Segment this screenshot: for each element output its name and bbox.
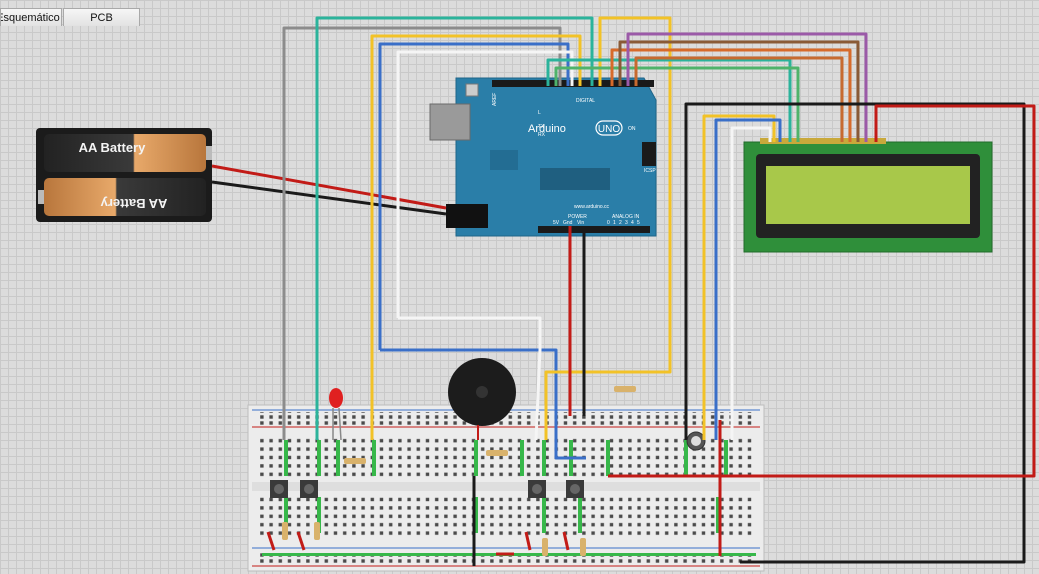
- power-jack: [446, 204, 488, 228]
- battery-label-bottom: AA Battery: [100, 196, 167, 211]
- arduino-model: UNO: [598, 124, 620, 135]
- digital-pin-labels: AREF: [492, 93, 498, 106]
- lcd-16x2-display[interactable]: [743, 138, 993, 253]
- battery-cell-top: [44, 134, 206, 172]
- tab-pcb[interactable]: PCB: [63, 8, 140, 26]
- icsp-label: ICSP: [644, 168, 656, 174]
- wire-red-lcd-vcc[interactable]: [608, 104, 1036, 478]
- uno-logo-outline: [595, 120, 623, 136]
- power-pin-labels: 5V Gnd Vin: [553, 220, 584, 226]
- analog-label: ANALOG IN: [612, 214, 640, 220]
- center-channel: [252, 482, 760, 491]
- lcd-pin-header: [760, 138, 886, 144]
- wire-orange-lcd[interactable]: [610, 48, 852, 142]
- reset-button[interactable]: [465, 83, 479, 97]
- analog-pin-3: 3: [625, 220, 628, 226]
- power-rail-top: [256, 412, 756, 425]
- resistor-buzzer[interactable]: [486, 450, 508, 456]
- battery-terminal-bottom: [38, 190, 44, 204]
- website-label: www.arduino.cc: [574, 204, 610, 210]
- resistor-pulldown-4[interactable]: [580, 538, 586, 556]
- resistor-top-right[interactable]: [614, 386, 636, 392]
- icsp-header: [642, 142, 656, 166]
- wire-white-button3[interactable]: [398, 316, 542, 441]
- wires: [211, 16, 1036, 566]
- wire-blue-arduino[interactable]: [378, 42, 570, 350]
- view-tabs: Esquemático PCB: [0, 8, 140, 28]
- power-pin-vin: Vin: [577, 220, 584, 226]
- wire-purple-lcd[interactable]: [626, 32, 868, 142]
- push-buttons: [270, 480, 584, 498]
- analog-pin-0: 0: [607, 220, 610, 226]
- arduino-uno-board[interactable]: AREF DIGITAL Arduino UNO TX RX L ON ICSP…: [429, 77, 657, 237]
- digital-label: DIGITAL: [576, 98, 595, 104]
- usb-port: [429, 103, 471, 141]
- l-led-label: L: [538, 110, 541, 116]
- led-body: [329, 388, 343, 408]
- battery-pack[interactable]: AA Battery AA Battery: [36, 128, 212, 222]
- push-button-3-cap: [532, 484, 542, 494]
- lcd-screen: [766, 166, 970, 224]
- resistor-pulldown-1[interactable]: [282, 522, 288, 540]
- wire-red-button2-vcc[interactable]: [296, 531, 306, 551]
- battery-label-top: AA Battery: [79, 140, 146, 155]
- arduino-brand: Arduino: [528, 123, 566, 135]
- wire-battery-negative[interactable]: [211, 180, 447, 216]
- wire-gray-button1[interactable]: [282, 26, 562, 440]
- terminal-strip-bottom: [256, 494, 756, 537]
- wire-blue-button4[interactable]: [380, 348, 586, 460]
- atmega16u2-chip: [490, 150, 518, 170]
- resistor-pulldown-2[interactable]: [314, 522, 320, 540]
- wire-battery-positive[interactable]: [211, 164, 447, 210]
- wire-brown-lcd[interactable]: [618, 40, 860, 142]
- resistor-led[interactable]: [344, 458, 366, 464]
- rx-label: RX: [538, 132, 546, 138]
- resistor-pulldown-3[interactable]: [542, 538, 548, 556]
- terminal-strip-top: [256, 436, 756, 479]
- battery-terminal-top: [206, 146, 212, 160]
- wire-yellow-pot[interactable]: [702, 114, 776, 440]
- pot-knob[interactable]: [691, 436, 701, 446]
- analog-pin-1: 1: [613, 220, 616, 226]
- analog-pin-4: 4: [631, 220, 634, 226]
- resistors: [282, 386, 636, 556]
- wire-red-button1-vcc[interactable]: [266, 531, 276, 551]
- microcontroller-chip: [540, 168, 610, 190]
- analog-pin-labels: 0 1 2 3 4 5: [607, 220, 640, 226]
- wire-blue-lcd[interactable]: [714, 118, 782, 440]
- wire-red-button3-vcc[interactable]: [524, 531, 532, 551]
- breadboard[interactable]: [247, 404, 765, 572]
- wire-yellow-buzzer[interactable]: [544, 16, 672, 440]
- push-button-4-cap: [570, 484, 580, 494]
- wire-red-button4-vcc[interactable]: [562, 531, 570, 551]
- analog-pin-5: 5: [637, 220, 640, 226]
- power-analog-header: [538, 226, 650, 233]
- battery-cell-bottom: [44, 178, 206, 216]
- buzzer-center: [476, 386, 488, 398]
- tab-schematic[interactable]: Esquemático: [0, 8, 62, 26]
- power-pin-5v: 5V: [553, 220, 560, 226]
- power-pin-gnd: Gnd: [563, 220, 573, 226]
- piezo-buzzer[interactable]: [448, 358, 516, 440]
- wire-teal-button2[interactable]: [315, 16, 594, 440]
- wire-black-lcd-gnd[interactable]: [684, 102, 1026, 564]
- potentiometer[interactable]: [686, 431, 706, 451]
- wire-orange2-lcd[interactable]: [634, 56, 844, 142]
- tx-label: TX: [538, 124, 545, 130]
- analog-pin-2: 2: [619, 220, 622, 226]
- red-led[interactable]: [329, 388, 343, 441]
- push-button-1-cap: [274, 484, 284, 494]
- push-button-2-cap: [304, 484, 314, 494]
- power-label: POWER: [568, 214, 587, 220]
- on-led-label: ON: [628, 126, 636, 132]
- led-lead-cathode: [338, 407, 342, 441]
- wire-white-lcd[interactable]: [730, 126, 772, 440]
- wire-teal-lcd[interactable]: [546, 58, 792, 142]
